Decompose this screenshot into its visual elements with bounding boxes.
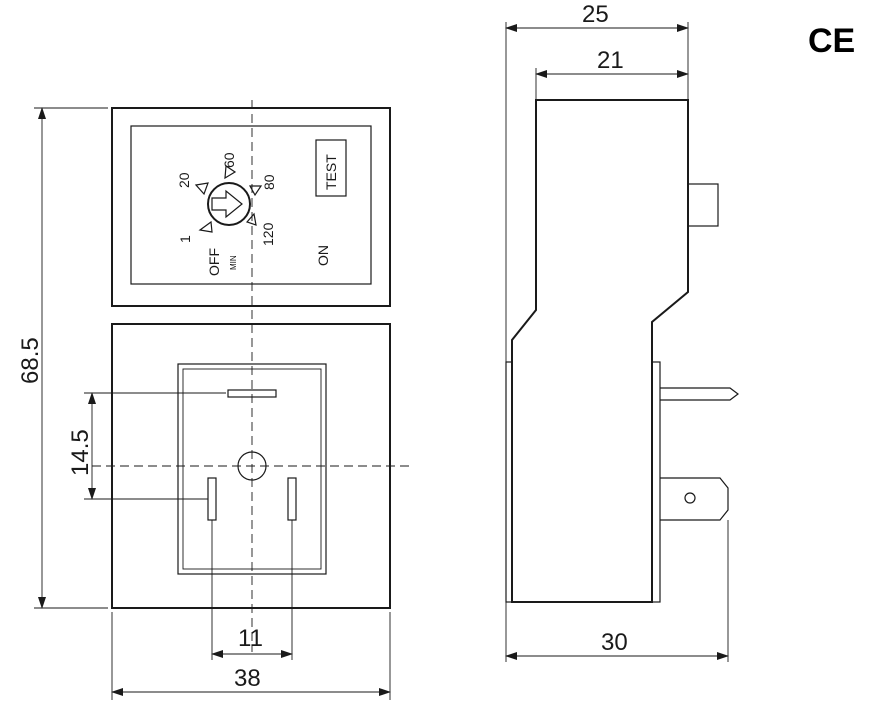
tick-20-icon bbox=[194, 182, 209, 196]
tick-80-icon bbox=[248, 185, 263, 197]
dim-width-side-inner: 21 bbox=[597, 47, 624, 74]
dim-width-side-top: 25 bbox=[582, 1, 609, 28]
side-test-button bbox=[687, 183, 719, 227]
dial-label-80: 80 bbox=[261, 174, 277, 190]
side-dimensions: 25 21 30 bbox=[505, 1, 729, 662]
side-flange-right bbox=[651, 361, 661, 603]
tick-120-icon bbox=[245, 212, 257, 226]
timer-dial bbox=[207, 182, 251, 226]
tick-1-icon bbox=[198, 220, 213, 233]
dial-label-off: OFF bbox=[206, 248, 222, 276]
dial-label-120: 120 bbox=[260, 222, 276, 246]
side-pin-hole bbox=[684, 492, 696, 504]
dim-width-front: 38 bbox=[234, 665, 261, 692]
dim-height-total: 68.5 bbox=[17, 337, 44, 384]
side-body bbox=[511, 99, 689, 603]
dial-label-60: 60 bbox=[221, 152, 237, 168]
timer-housing bbox=[111, 107, 391, 307]
dim-pin-spacing-vertical: 14.5 bbox=[67, 429, 94, 476]
tick-60-icon bbox=[224, 164, 237, 180]
pin-right bbox=[287, 477, 297, 521]
front-view: 1 20 60 80 120 OFF MIN ON TEST bbox=[92, 100, 412, 652]
front-dimensions: 68.5 14.5 11 38 bbox=[17, 107, 391, 700]
plug-frame-outer bbox=[177, 363, 327, 575]
dial-label-20: 20 bbox=[176, 172, 192, 188]
pin-left bbox=[207, 477, 217, 521]
dial-arrow-icon bbox=[211, 189, 243, 219]
dial-label-min: MIN bbox=[229, 255, 238, 270]
side-power-pin bbox=[660, 477, 729, 521]
timer-panel bbox=[130, 125, 372, 285]
on-label: ON bbox=[315, 245, 331, 266]
ce-mark: CE bbox=[808, 22, 855, 60]
side-flange-left bbox=[505, 361, 513, 603]
test-button-label: TEST bbox=[323, 154, 339, 190]
dial-label-1: 1 bbox=[177, 235, 193, 243]
dim-pin-spacing-horizontal: 11 bbox=[238, 625, 263, 652]
dim-depth-side: 30 bbox=[601, 629, 628, 656]
side-ground-pin bbox=[660, 387, 739, 401]
side-view bbox=[505, 99, 739, 603]
test-button bbox=[315, 139, 347, 197]
